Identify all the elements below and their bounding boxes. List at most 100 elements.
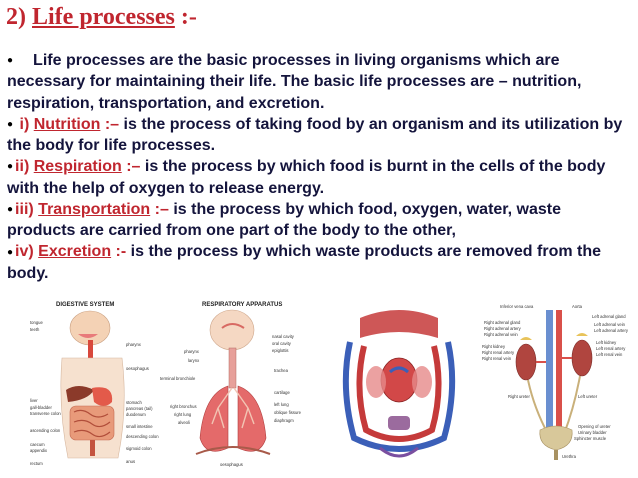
item-text: is the process by which food, oxygen, wa… — [7, 200, 561, 240]
respiratory-labels: nasal cavity oral cavity epiglottis phar… — [160, 334, 302, 467]
organ-shape — [388, 416, 410, 430]
label-nasal-cavity: nasal cavity — [272, 334, 295, 339]
label-teeth: teeth — [30, 327, 40, 332]
urethra-shape — [554, 450, 558, 460]
label-right-adrenal-vein: Right adrenal vein — [484, 332, 518, 337]
bronchi-shape — [211, 387, 255, 429]
small-intestine-shape — [73, 409, 111, 438]
label-left-renal-artery: Left renal artery — [596, 346, 626, 351]
label-cartilage: cartilage — [274, 390, 290, 395]
intro-paragraph: ●Life processes are the basic processes … — [7, 50, 631, 114]
right-adrenal-shape — [520, 337, 532, 340]
item-text: is the process by which food is burnt in… — [7, 158, 606, 197]
label-right-ureter: Right ureter — [508, 394, 530, 399]
label-right-renal-vein: Right renal vein — [482, 356, 512, 361]
head-shape — [69, 310, 111, 346]
label-liver: liver — [30, 398, 38, 403]
label-descending-colon: descending colon — [126, 434, 159, 439]
item-separator: :– — [104, 115, 120, 133]
item-text: is the process of taking food by an orga… — [7, 115, 623, 155]
item-separator: :– — [154, 200, 169, 218]
trachea-shape — [228, 347, 237, 389]
lung-right-shape — [366, 366, 386, 398]
label-trachea: trachea — [274, 368, 289, 373]
item-transportation: ●iii) Transportation :– is the process b… — [7, 199, 631, 242]
label-ascending-colon: ascending colon — [30, 428, 61, 433]
label-epiglottis: epiglottis — [272, 348, 289, 353]
page-title: 2) Life processes :- — [6, 4, 197, 31]
label-oblique-fissure: oblique fissure — [274, 410, 302, 415]
tongue-shape — [78, 334, 98, 338]
label-right-lung: right lung — [174, 412, 192, 417]
label-right-bronchus: right bronchus — [170, 404, 197, 409]
label-left-renal-vein: Left renal vein — [596, 352, 623, 357]
label-pharynx: pharynx — [184, 349, 200, 354]
label-right-adrenal-gland: Right adrenal gland — [484, 320, 521, 325]
label-larynx: larynx — [188, 358, 200, 363]
intro-text: Life processes are the basic processes i… — [7, 52, 582, 112]
label-right-renal-artery: Right renal artery — [482, 350, 515, 355]
circulatory-system-figure — [342, 310, 456, 458]
bullet-icon: ● — [7, 55, 14, 67]
upper-vessels-shape — [360, 310, 438, 338]
label-anus: anus — [126, 459, 135, 464]
left-adrenal-shape — [576, 333, 588, 336]
liver-shape — [66, 386, 94, 402]
item-number: i) — [19, 115, 30, 133]
head-shape — [209, 309, 255, 351]
label-right-kidney: Right kidney — [482, 344, 506, 349]
label-tongue: tongue — [30, 320, 43, 325]
label-opening-of-ureter: Opening of ureter — [578, 424, 611, 429]
right-kidney-shape — [515, 343, 537, 381]
capillary-shape — [379, 446, 419, 458]
item-term: Respiration — [33, 158, 122, 176]
label-sphincter-muscle: Sphincter muscle — [574, 436, 607, 441]
label-left-ureter: Left ureter — [578, 394, 598, 399]
vein-loop-shape — [342, 341, 456, 452]
item-separator: :- — [115, 243, 127, 261]
item-number: ii) — [15, 158, 30, 176]
item-term: Nutrition — [33, 115, 101, 133]
title-main: Life processes — [32, 4, 175, 30]
item-term: Excretion — [38, 243, 112, 261]
label-pancreas: pancreas (tail) — [126, 406, 153, 411]
title-suffix: :- — [174, 4, 197, 30]
item-number: iii) — [15, 200, 34, 218]
label-transverse-colon: transverse colon — [30, 411, 61, 416]
excretory-system-figure: Inferior vena cava Aorta Left adrenal gl… — [482, 304, 629, 460]
label-appendix: appendix — [30, 448, 48, 453]
label-urinary-bladder: Urinary bladder — [578, 430, 607, 435]
artery-loop-shape — [356, 345, 442, 442]
item-respiration: ●ii) Respiration :– is the process by wh… — [7, 156, 631, 199]
bullet-icon: ● — [7, 246, 14, 258]
nasal-cavity-shape — [221, 323, 245, 329]
label-diaphragm: diaphragm — [274, 418, 294, 423]
bullet-icon: ● — [7, 118, 14, 130]
digestive-labels: tongue teeth pharynx oesophagus liver ga… — [30, 320, 159, 466]
left-kidney-shape — [571, 339, 593, 377]
bullet-icon: ● — [7, 204, 14, 216]
item-separator: :– — [126, 158, 141, 176]
label-rectum: rectum — [30, 461, 43, 466]
respiratory-system-figure: RESPIRATORY APPARATUS nasal cavity oral … — [160, 302, 302, 467]
label-left-adrenal-vein: Left adrenal vein — [594, 322, 626, 327]
label-left-adrenal-artery: Left adrenal artery — [594, 328, 629, 333]
item-number: iv) — [15, 243, 34, 261]
excretory-labels: Inferior vena cava Aorta Left adrenal gl… — [482, 304, 629, 459]
label-left-lung: left lung — [274, 402, 289, 407]
heart-vessel-shape — [389, 366, 409, 374]
label-sigmoid-colon: sigmoid colon — [126, 446, 152, 451]
label-stomach: stomach — [126, 400, 142, 405]
label-caecum: caecum — [30, 442, 45, 447]
item-nutrition: ● i) Nutrition :– is the process of taki… — [7, 114, 631, 157]
label-pharynx: pharynx — [126, 342, 142, 347]
bullet-icon: ● — [7, 161, 14, 173]
item-text: is the process by which waste products a… — [7, 243, 602, 282]
label-alveoli: alveoli — [178, 420, 190, 425]
content-body: ●Life processes are the basic processes … — [7, 50, 631, 284]
stomach-shape — [92, 387, 113, 406]
label-duodenum: duodenum — [126, 412, 146, 417]
label-gall-bladder: gall-bladder — [30, 405, 52, 410]
item-excretion: ●iv) Excretion :- is the process by whic… — [7, 241, 631, 284]
rectum-shape — [90, 440, 95, 456]
